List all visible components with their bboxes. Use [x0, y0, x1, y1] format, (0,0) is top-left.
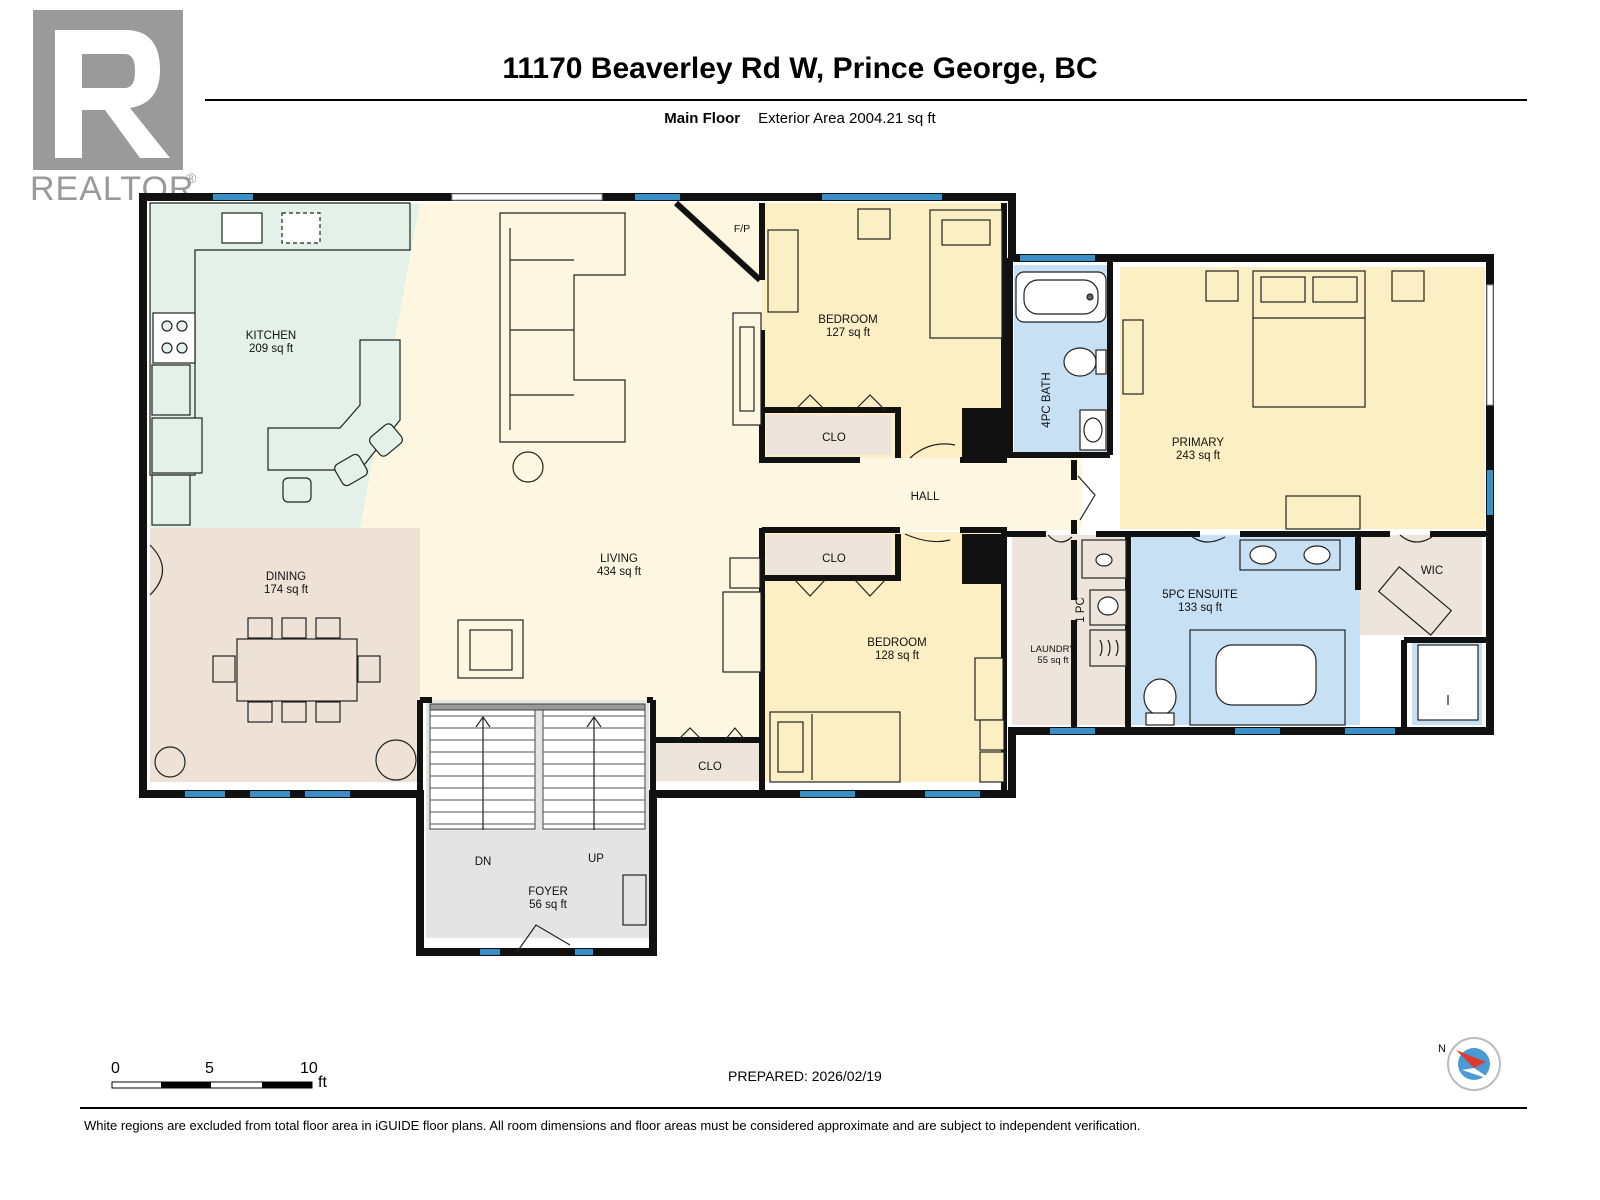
foyer-area-label: 56 sq ft: [529, 899, 568, 911]
kitchen-fixtures: [149, 202, 411, 526]
scale-tick-10: 10: [300, 1060, 318, 1077]
laundry-area-label: 55 sq ft: [1037, 655, 1069, 666]
primary-area-label: 243 sq ft: [1176, 450, 1221, 462]
laundry-label: LAUNDRY: [1030, 644, 1076, 655]
ensuite-label: 5PC ENSUITE: [1162, 589, 1238, 601]
stairs-up-label: UP: [588, 853, 604, 865]
dining-label: DINING: [266, 571, 306, 583]
bath-4pc-fixtures: [1015, 271, 1107, 451]
scale-tick-5: 5: [205, 1060, 214, 1077]
stair-arrows: [475, 715, 602, 830]
header-divider: [205, 99, 1527, 101]
foyer-fixtures: [516, 727, 746, 953]
primary-label: PRIMARY: [1172, 437, 1225, 449]
kitchen-area-label: 209 sq ft: [249, 343, 294, 355]
ensuite-area-label: 133 sq ft: [1178, 602, 1223, 614]
primary-fixtures: [1077, 270, 1425, 530]
living-area-label: 434 sq ft: [597, 566, 642, 578]
hall-area: [762, 458, 1082, 530]
bedroom-1-label: BEDROOM: [818, 314, 877, 326]
scale-tick-0: 0: [111, 1060, 120, 1077]
dining-fixtures: [149, 544, 417, 781]
dining-area-label: 174 sq ft: [264, 584, 309, 596]
foyer-label: FOYER: [528, 886, 568, 898]
exterior-area: Exterior Area 2004.21 sq ft: [758, 110, 936, 127]
compass-north-label: N: [1438, 1043, 1446, 1055]
footer-disclaimer: White regions are excluded from total fl…: [84, 1118, 1141, 1133]
closet-bedroom-1-label: CLO: [822, 432, 846, 444]
powder-label: 1 PC: [1075, 597, 1087, 623]
scale-bar: [111, 1081, 313, 1089]
bedroom-2-label: BEDROOM: [867, 637, 926, 649]
floor-name: Main Floor: [664, 110, 741, 127]
stairs-down-label: DN: [475, 856, 492, 868]
realtor-registered-mark: ®: [186, 170, 197, 186]
footer-divider: [80, 1107, 1527, 1109]
kitchen-label: KITCHEN: [246, 330, 296, 342]
ensuite-fixtures: [1047, 534, 1479, 726]
prepared-date: PREPARED: 2026/02/19: [728, 1068, 882, 1084]
closet-bedroom-2-label: CLO: [822, 553, 846, 565]
realtor-logo-word: REALTOR: [30, 170, 195, 208]
living-label: LIVING: [600, 553, 638, 565]
floor-subheading: Main Floor Exterior Area 2004.21 sq ft: [0, 110, 1600, 127]
bath-4pc-label: 4PC BATH: [1041, 372, 1053, 427]
page-title: 11170 Beaverley Rd W, Prince George, BC: [502, 52, 1098, 85]
bedroom-1-fixtures: [767, 208, 1003, 459]
fireplace-label: F/P: [734, 223, 750, 235]
windows: [185, 194, 1493, 955]
closet-entry-label: CLO: [698, 761, 722, 773]
bedroom-2-fixtures: [769, 533, 1005, 783]
bedroom-2-area-label: 128 sq ft: [875, 650, 920, 662]
scale-unit: ft: [318, 1074, 327, 1091]
hall-label: HALL: [911, 491, 940, 503]
realtor-logo: [33, 10, 183, 170]
living-fixtures: [457, 212, 762, 679]
bedroom-1-area-label: 127 sq ft: [826, 327, 871, 339]
wic-label: WIC: [1421, 565, 1443, 577]
interior-walls: [417, 200, 1490, 794]
compass-icon: N: [1438, 1037, 1501, 1091]
living-area: [420, 203, 1072, 782]
